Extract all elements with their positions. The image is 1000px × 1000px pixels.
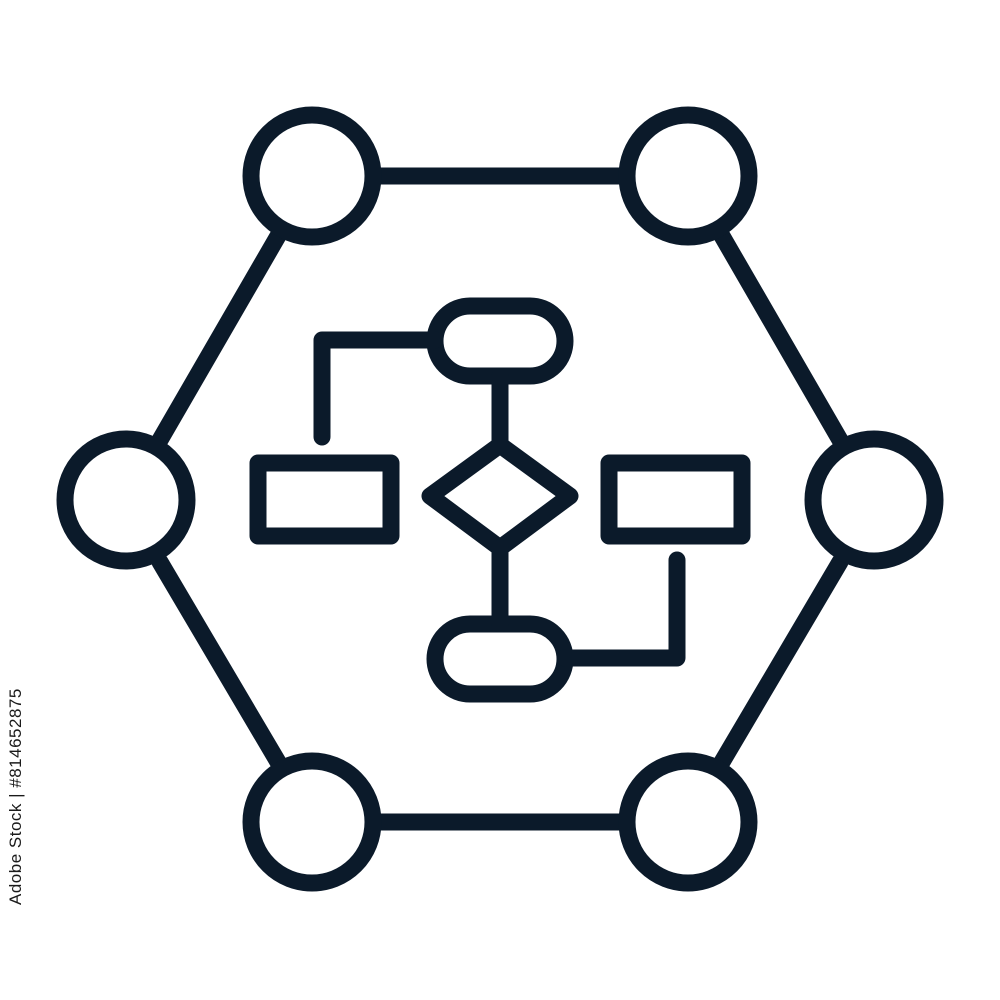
- hexagon-edge: [713, 227, 849, 449]
- flowchart-process-right: [600, 454, 751, 545]
- flowchart-process-left: [249, 454, 400, 545]
- hexagon-edge: [151, 227, 287, 449]
- node-circle: [618, 106, 758, 246]
- node-circle: [618, 752, 758, 892]
- hexagon-edge: [151, 553, 287, 771]
- hexagon-edge: [713, 553, 849, 771]
- node-circle: [242, 106, 382, 246]
- flowchart-connector: [556, 551, 686, 667]
- flowchart-decision: [421, 436, 579, 557]
- flowchart-connector: [313, 331, 444, 446]
- node-circle: [56, 430, 196, 570]
- stock-id-label: Adobe Stock | #814652875: [6, 688, 25, 905]
- flowchart-terminal-top: [426, 297, 574, 385]
- flowchart-terminal-bottom: [426, 615, 574, 703]
- node-circle: [242, 752, 382, 892]
- node-circle: [804, 430, 944, 570]
